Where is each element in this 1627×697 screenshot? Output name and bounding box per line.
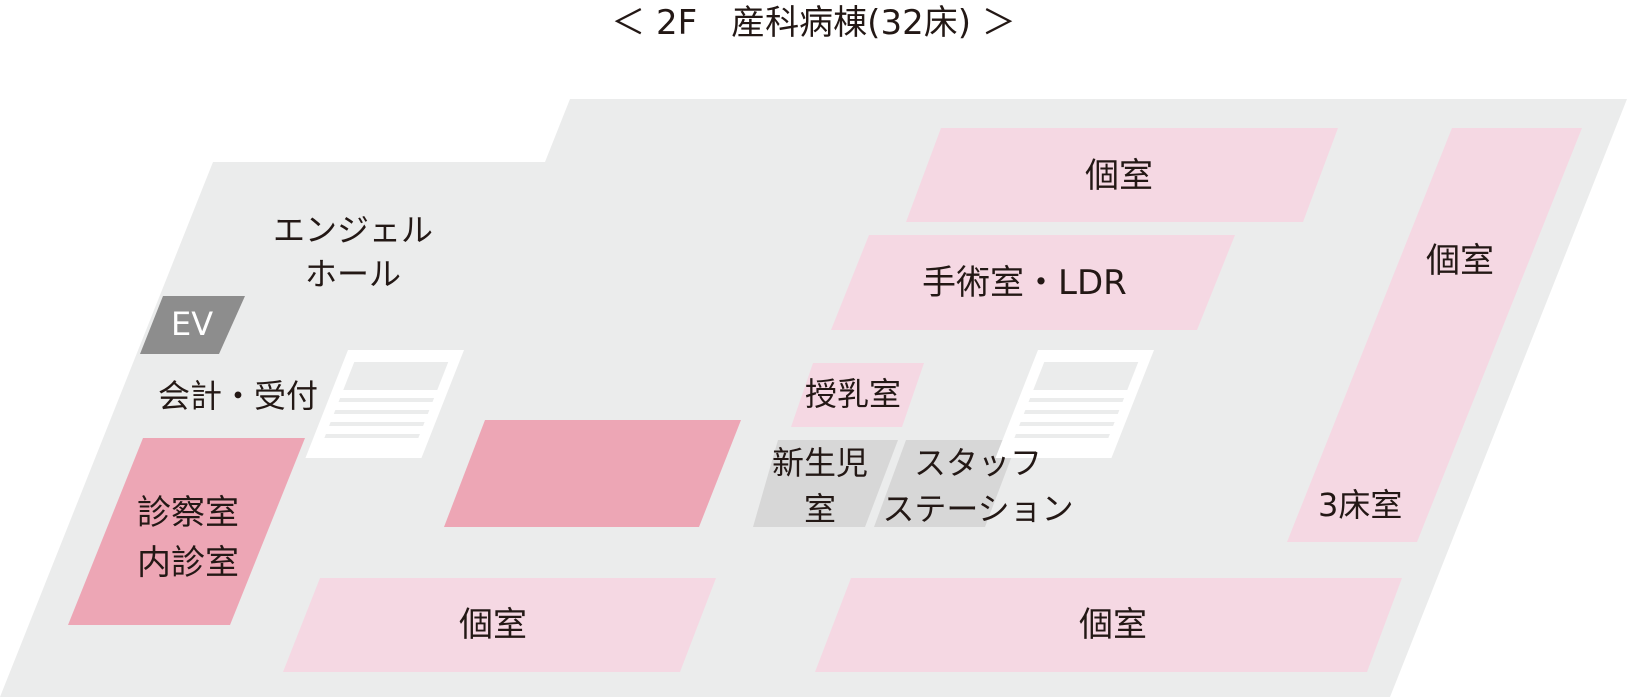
surgery-ldr-room[interactable]: [831, 235, 1235, 330]
private-room-bottom-left[interactable]: [283, 578, 716, 672]
bed-icon: [305, 350, 464, 458]
nursery-label: 新生児 室: [760, 440, 880, 532]
exam-room-line1: 診察室: [137, 493, 239, 533]
angel-hall-line2: ホール: [304, 255, 401, 293]
reception-label: 会計・受付: [158, 377, 319, 415]
private-room-bottom-left-label: 個室: [459, 605, 527, 645]
angel-hall-label: エンジェル ホール: [250, 208, 456, 296]
bed-icon: [995, 350, 1154, 458]
staff-station[interactable]: [874, 440, 1018, 527]
angel-hall-line1: エンジェル: [272, 211, 433, 249]
nursing-room-label: 授乳室: [805, 375, 902, 413]
private-room-bottom-right-label: 個室: [1079, 605, 1147, 645]
nursery-room[interactable]: [753, 440, 898, 527]
nursery-line1: 新生児: [771, 444, 868, 482]
elevator-label: EV: [171, 305, 214, 343]
surgery-ldr-label: 手術室・LDR: [922, 263, 1127, 303]
private-room-top-label: 個室: [1085, 156, 1153, 196]
nursery-line2: 室: [803, 490, 836, 528]
private-room-right-label: 個室: [1426, 241, 1494, 281]
private-room-top[interactable]: [906, 128, 1338, 222]
private-room-bottom-right[interactable]: [815, 578, 1402, 672]
page-title: ＜ 2F 産科病棟(32床) ＞: [611, 3, 1016, 43]
exam-room[interactable]: [68, 438, 305, 625]
staff-station-label: スタッフ ステーション: [873, 440, 1083, 532]
central-room[interactable]: [444, 420, 741, 527]
private-room-right[interactable]: [1287, 128, 1582, 542]
exam-room-label: 診察室 内診室: [118, 488, 258, 588]
three-bed-room-label: 3床室: [1318, 486, 1403, 524]
elevator[interactable]: [140, 296, 245, 354]
exam-room-line2: 内診室: [137, 543, 239, 583]
staff-station-line1: スタッフ: [913, 444, 1042, 482]
staff-station-line2: ステーション: [882, 490, 1074, 528]
nursing-room[interactable]: [791, 363, 924, 427]
